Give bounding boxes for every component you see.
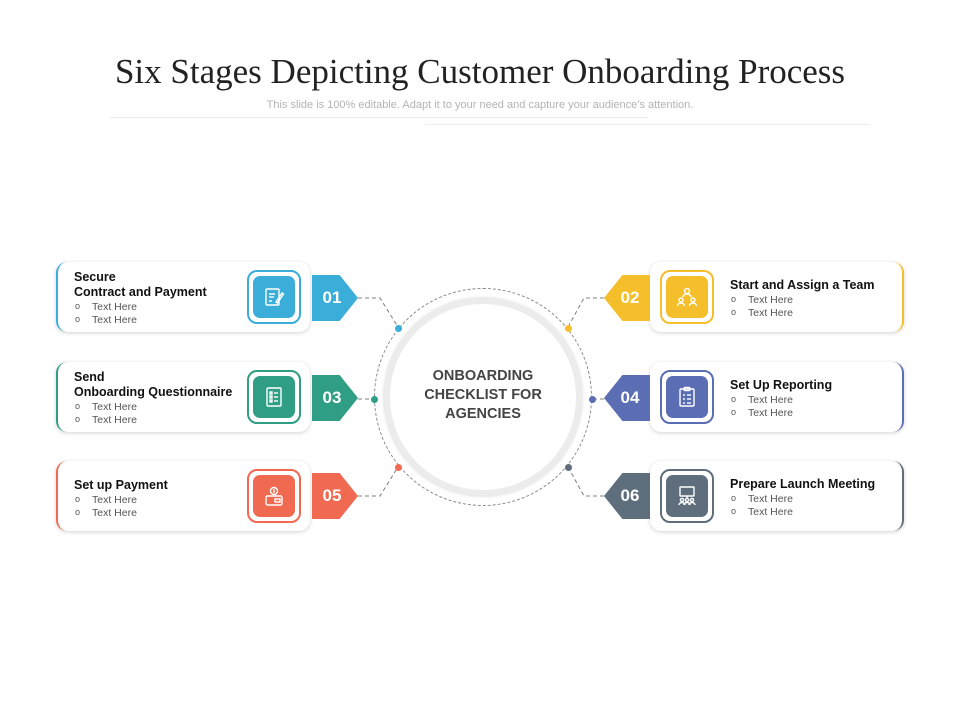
team-icon (676, 287, 698, 307)
bullet-text: Text Here (74, 313, 207, 327)
payment-icon (265, 486, 283, 506)
meeting-icon (678, 486, 696, 506)
bullet-text: Text Here (74, 300, 207, 314)
slide-title: Six Stages Depicting Customer Onboarding… (114, 52, 846, 91)
contract-icon (265, 288, 285, 306)
stage-icon-box (660, 370, 714, 424)
stage-card-05: Set up Payment Text HereText Here (56, 461, 310, 531)
connector-dot-01 (395, 325, 402, 332)
connector-02 (567, 297, 604, 328)
clipboard-report-icon (679, 386, 695, 407)
connector-dot-05 (395, 464, 402, 471)
connector-dot-03 (371, 396, 378, 403)
bullet-text: Text Here (74, 506, 168, 520)
bullet-text: Text Here (730, 406, 832, 420)
bullet-text: Text Here (74, 400, 232, 414)
decorative-line (110, 117, 648, 118)
center-circle: ONBOARDING CHECKLIST FOR AGENCIES (383, 297, 583, 497)
bullet-text: Text Here (730, 393, 832, 407)
stage-heading: Start and Assign a Team (730, 278, 875, 292)
decorative-line (425, 124, 870, 125)
stage-icon-box (660, 469, 714, 523)
stage-card-04: Set Up Reporting Text HereText Here (650, 362, 904, 432)
connector-06 (567, 466, 604, 497)
stage-heading: Prepare Launch Meeting (730, 477, 876, 491)
connector-01 (358, 297, 399, 328)
center-label: ONBOARDING CHECKLIST FOR AGENCIES (424, 367, 542, 422)
stage-card-03: Send Onboarding Questionnaire Text HereT… (56, 362, 310, 432)
stage-heading: Secure Contract and Payment (74, 270, 207, 299)
connector-dot-04 (589, 396, 596, 403)
stage-card-06: Prepare Launch Meeting Text HereText Her… (650, 461, 904, 531)
bullet-text: Text Here (730, 306, 874, 320)
connector-dot-02 (565, 325, 572, 332)
stage-heading: Send Onboarding Questionnaire (74, 370, 233, 399)
bullet-text: Text Here (730, 505, 875, 519)
connector-dot-06 (565, 464, 572, 471)
bullet-text: Text Here (74, 493, 168, 507)
stage-icon-box (247, 270, 301, 324)
stage-icon-box (247, 370, 301, 424)
connector-05 (358, 466, 399, 497)
stage-card-01: Secure Contract and Payment Text HereTex… (56, 262, 310, 332)
slide-subtitle: This slide is 100% editable. Adapt it to… (266, 99, 694, 111)
stage-icon-box (247, 469, 301, 523)
bullet-text: Text Here (730, 492, 875, 506)
bullet-text: Text Here (74, 413, 232, 427)
bullet-text: Text Here (730, 293, 874, 307)
stage-card-02: Start and Assign a Team Text HereText He… (650, 262, 904, 332)
stage-icon-box (660, 270, 714, 324)
stage-heading: Set up Payment (74, 478, 168, 492)
questionnaire-icon (266, 387, 282, 407)
stage-heading: Set Up Reporting (730, 378, 833, 392)
